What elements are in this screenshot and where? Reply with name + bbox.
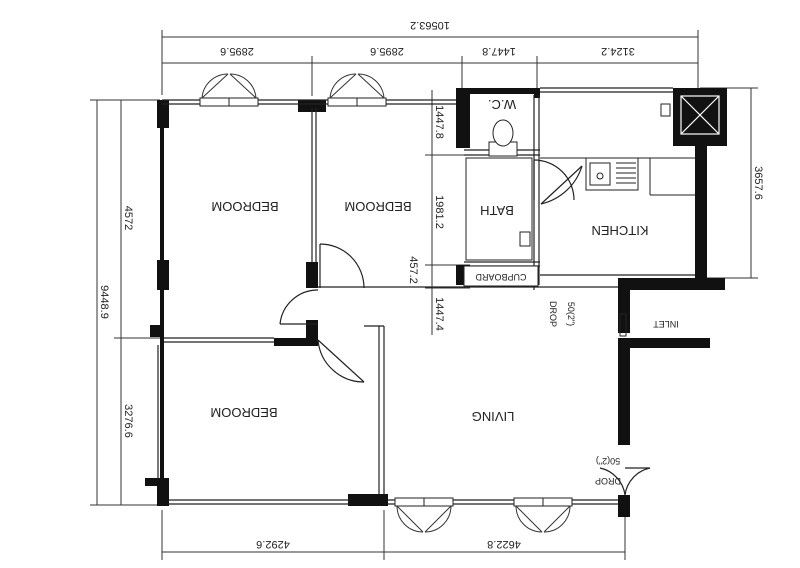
window-swings [201, 73, 571, 533]
dim-bath-height: 1981.2 [433, 195, 445, 229]
dim-top-3: 1447.8 [482, 45, 516, 57]
label-bedroom-1: BEDROOM [211, 199, 278, 214]
dim-top-4: 3124.2 [601, 45, 635, 57]
partitions [157, 87, 695, 505]
dim-bottom-2: 4622.8 [487, 538, 521, 550]
note-drop-upper: DROP [548, 301, 558, 327]
note-drop-lower: DROP [595, 476, 621, 486]
dim-bottom-1: 4292.6 [256, 538, 290, 550]
label-wc: W.C. [488, 97, 516, 112]
note-drop-lower-size: 50(2") [596, 456, 620, 466]
dimension-lines [90, 30, 758, 560]
dim-top-2: 2895.6 [370, 45, 404, 57]
label-inlet: INLET [653, 319, 679, 329]
bath-tub [465, 157, 533, 261]
dim-overall-top: 10563.2 [410, 19, 450, 31]
dim-left-lower: 3276.6 [122, 404, 134, 438]
label-cupboard: CUPBOARD [475, 272, 527, 282]
kitchen-sink [540, 157, 695, 196]
note-drop-upper-size: 50(2") [566, 302, 576, 326]
refuse-chute-icon [680, 95, 720, 135]
label-living: LIVING [472, 409, 515, 424]
label-bedroom-3: BEDROOM [210, 405, 277, 420]
label-bath: BATH [480, 203, 514, 218]
dim-cupboard-height: 457.2 [407, 256, 419, 284]
label-kitchen: KITCHEN [591, 223, 648, 238]
windows [199, 97, 573, 507]
dim-wc-height: 1447.8 [433, 105, 445, 139]
dim-left-overall: 9448.9 [98, 285, 110, 319]
dim-right-kitchen: 3657.6 [752, 166, 764, 200]
doors [279, 159, 651, 496]
cupboard [463, 265, 539, 287]
inlet-marker [619, 313, 627, 337]
label-bedroom-2: BEDROOM [344, 199, 411, 214]
dim-entry-height: 1447.4 [433, 297, 445, 331]
kitchen-small-fixture [660, 103, 671, 117]
dim-top-1: 2895.6 [220, 45, 254, 57]
wc-toilet [488, 119, 518, 157]
dim-left-upper: 4572 [122, 206, 134, 230]
